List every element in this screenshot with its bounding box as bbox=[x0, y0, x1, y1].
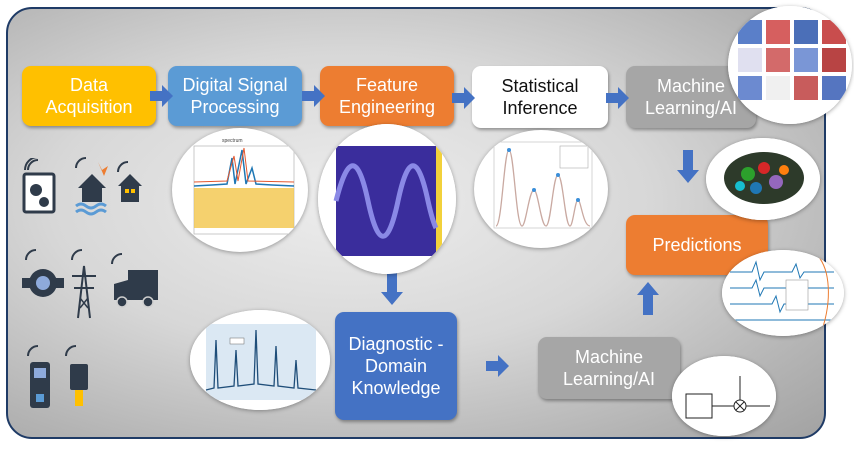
diagnostic-domain-knowledge-box: Diagnostic - Domain Knowledge bbox=[335, 312, 457, 420]
arrow-right-4 bbox=[606, 87, 629, 109]
diagnostic-spectrum-thumbnail bbox=[190, 310, 330, 410]
prediction-signals-thumbnail bbox=[722, 250, 844, 336]
wireless-sensor-building-icon bbox=[117, 161, 142, 202]
digital-signal-processing-box: Digital Signal Processing bbox=[168, 66, 302, 126]
statistical-inference-box: Statistical Inference bbox=[472, 66, 608, 128]
wireless-sensor-house-flood-icon bbox=[75, 157, 108, 216]
arrow-right-1 bbox=[150, 85, 173, 107]
arrow-right-2 bbox=[302, 85, 325, 107]
wireless-sensor-device-icon bbox=[27, 345, 50, 408]
block-diagram-thumbnail bbox=[672, 356, 776, 436]
machine-learning-bottom-box: Machine Learning/AI bbox=[538, 337, 680, 399]
arrow-right-3 bbox=[452, 87, 475, 109]
wireless-sensor-truck-icon bbox=[111, 253, 158, 308]
classifier-grid-thumbnail bbox=[728, 6, 852, 124]
sine-wave-heatmap-thumbnail bbox=[318, 124, 456, 274]
arrow-up-right bbox=[637, 282, 659, 315]
cluster-scatter-thumbnail bbox=[706, 138, 820, 220]
wireless-sensor-meter-icon bbox=[22, 249, 64, 297]
arrow-down-middle bbox=[381, 272, 403, 305]
data-acquisition-box: Data Acquisition bbox=[22, 66, 156, 126]
wireless-sensor-plug-icon bbox=[65, 345, 88, 406]
feature-engineering-box: Feature Engineering bbox=[320, 66, 454, 126]
arrow-right-bottom bbox=[486, 355, 509, 377]
svg-text:spectrum: spectrum bbox=[222, 138, 243, 144]
wireless-sensor-power-tower-icon bbox=[71, 249, 96, 319]
arrow-down-right bbox=[677, 150, 699, 183]
wireless-sensor-gears-icon bbox=[22, 158, 56, 214]
spectrum-plot-thumbnail: spectrum bbox=[172, 128, 308, 252]
probability-peaks-thumbnail bbox=[474, 130, 608, 248]
